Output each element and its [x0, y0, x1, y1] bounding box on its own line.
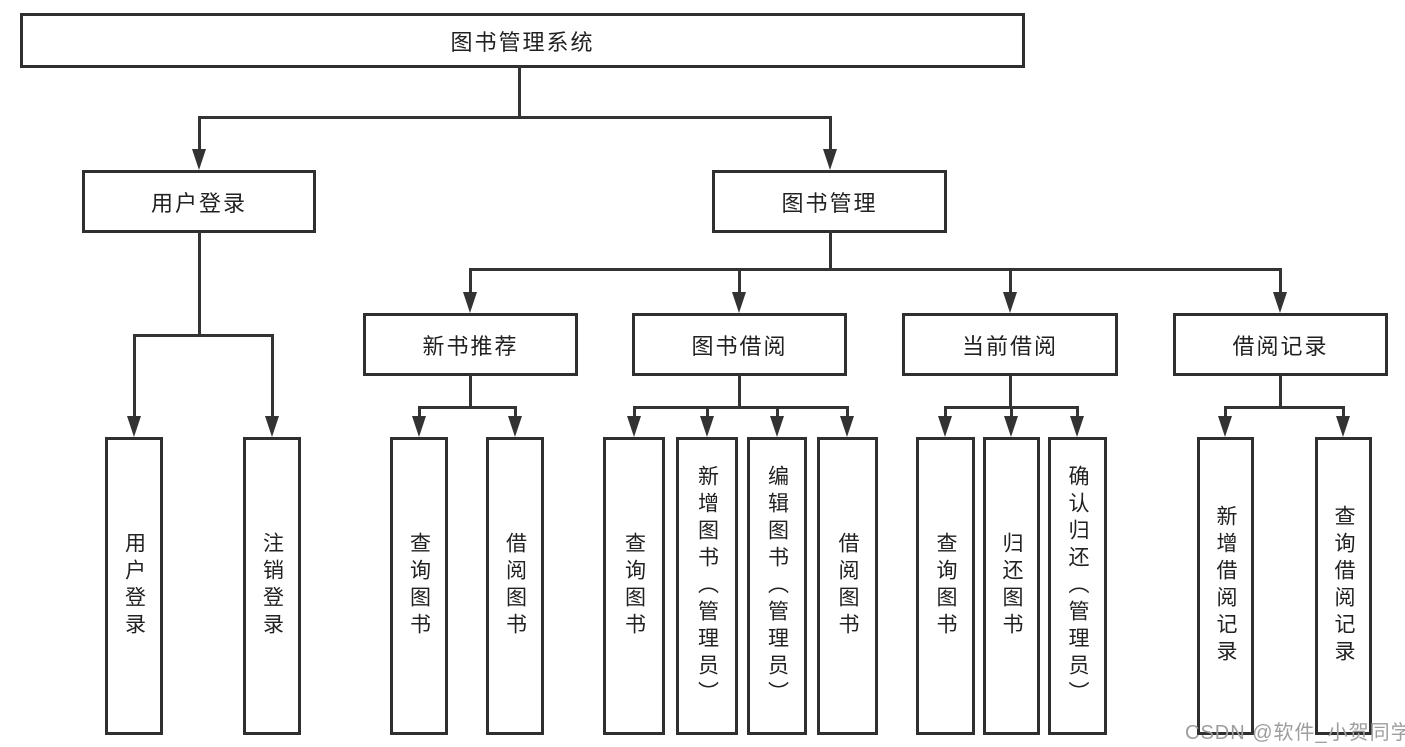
connector-vline — [633, 406, 636, 419]
node-label: 图书借阅 — [691, 333, 788, 359]
node-label: 新书推荐 — [422, 333, 519, 359]
arrow-down-icon — [627, 416, 641, 437]
connector-hline — [133, 334, 274, 337]
leaf-user-login: 用户登录 — [105, 437, 163, 735]
arrow-down-icon — [192, 149, 206, 170]
leaf-return-books: 归还图书 — [983, 437, 1040, 735]
connector-hline — [418, 406, 517, 409]
node-book-management: 图书管理 — [712, 170, 947, 233]
arrow-down-icon — [508, 416, 522, 437]
arrow-down-icon — [700, 416, 714, 437]
arrow-down-icon — [1070, 416, 1084, 437]
connector-vline — [738, 268, 741, 295]
connector-vline — [1279, 268, 1282, 295]
connector-vline — [738, 374, 741, 409]
node-new-book-recommendation: 新书推荐 — [363, 313, 578, 376]
arrow-down-icon — [732, 292, 746, 313]
leaf-borrow-books-recommend: 借阅图书 — [486, 437, 544, 735]
csdn-watermark: CSDN @软件_小贺同学 — [1185, 722, 1405, 744]
node-label: 借阅图书 — [836, 532, 859, 640]
node-user-login: 用户登录 — [82, 170, 316, 233]
connector-vline — [198, 231, 201, 337]
arrow-down-icon — [463, 292, 477, 313]
node-current-borrowing: 当前借阅 — [902, 313, 1118, 376]
connector-vline — [133, 334, 136, 418]
leaf-query-books-current: 查询图书 — [916, 437, 975, 735]
node-label: 查询图书 — [407, 532, 431, 640]
arrow-down-icon — [1273, 292, 1287, 313]
node-label: 当前借阅 — [961, 333, 1058, 359]
connector-hline — [1224, 406, 1344, 409]
leaf-edit-books-admin: 编辑图书（管理员） — [747, 437, 807, 735]
connector-vline — [418, 406, 421, 419]
node-label: 借阅图书 — [503, 532, 527, 640]
node-book-management-system: 图书管理系统 — [20, 13, 1025, 68]
arrow-down-icon — [1336, 416, 1350, 437]
node-label: 查询图书 — [934, 532, 957, 640]
connector-hline — [633, 406, 848, 409]
arrow-down-icon — [840, 416, 854, 437]
connector-vline — [829, 230, 832, 271]
connector-vline — [469, 374, 472, 409]
connector-vline — [776, 406, 779, 419]
connector-vline — [514, 406, 517, 419]
connector-vline — [271, 334, 274, 418]
connector-vline — [829, 116, 832, 151]
leaf-borrow-books: 借阅图书 — [817, 437, 878, 735]
arrow-down-icon — [938, 416, 952, 437]
leaf-logout: 注销登录 — [243, 437, 301, 735]
leaf-confirm-return-admin: 确认归还（管理员） — [1048, 437, 1107, 735]
node-label: 图书管理系统 — [450, 29, 595, 55]
connector-vline — [706, 406, 709, 419]
node-label: 借阅记录 — [1232, 333, 1329, 359]
node-label: 用户登录 — [122, 532, 146, 640]
arrow-down-icon — [770, 416, 784, 437]
arrow-down-icon — [127, 416, 141, 437]
connector-vline — [1009, 268, 1012, 295]
connector-vline — [198, 116, 201, 151]
leaf-add-books-admin: 新增图书（管理员） — [676, 437, 738, 735]
connector-vline — [1010, 406, 1013, 419]
arrow-down-icon — [1218, 416, 1232, 437]
node-book-borrowing: 图书借阅 — [632, 313, 847, 376]
connector-vline — [469, 268, 472, 295]
leaf-query-books-borrowing: 查询图书 — [603, 437, 665, 735]
node-label: 注销登录 — [260, 532, 284, 640]
arrow-down-icon — [1004, 416, 1018, 437]
connector-vline — [944, 406, 947, 419]
connector-vline — [518, 66, 521, 118]
leaf-query-books-recommend: 查询图书 — [390, 437, 448, 735]
leaf-add-borrow-record: 新增借阅记录 — [1197, 437, 1254, 735]
node-label: 图书管理 — [781, 190, 878, 216]
arrow-down-icon — [412, 416, 426, 437]
connector-vline — [1076, 406, 1079, 419]
leaf-query-borrow-record: 查询借阅记录 — [1315, 437, 1372, 735]
connector-hline — [198, 116, 832, 119]
connector-vline — [1279, 374, 1282, 409]
node-label: 查询图书 — [622, 532, 646, 640]
connector-vline — [1342, 406, 1345, 419]
arrow-down-icon — [265, 416, 279, 437]
node-label: 确认归还（管理员） — [1066, 464, 1089, 708]
node-label: 编辑图书（管理员） — [765, 464, 789, 708]
connector-vline — [1009, 374, 1012, 409]
node-label: 新增借阅记录 — [1214, 505, 1237, 667]
node-borrowing-records: 借阅记录 — [1173, 313, 1388, 376]
node-label: 新增图书（管理员） — [695, 464, 719, 708]
node-label: 归还图书 — [1000, 532, 1023, 640]
connector-vline — [846, 406, 849, 419]
connector-hline — [469, 268, 1281, 271]
connector-vline — [1224, 406, 1227, 419]
node-label: 查询借阅记录 — [1332, 505, 1355, 667]
arrow-down-icon — [1003, 292, 1017, 313]
node-label: 用户登录 — [150, 190, 247, 216]
arrow-down-icon — [823, 149, 837, 170]
